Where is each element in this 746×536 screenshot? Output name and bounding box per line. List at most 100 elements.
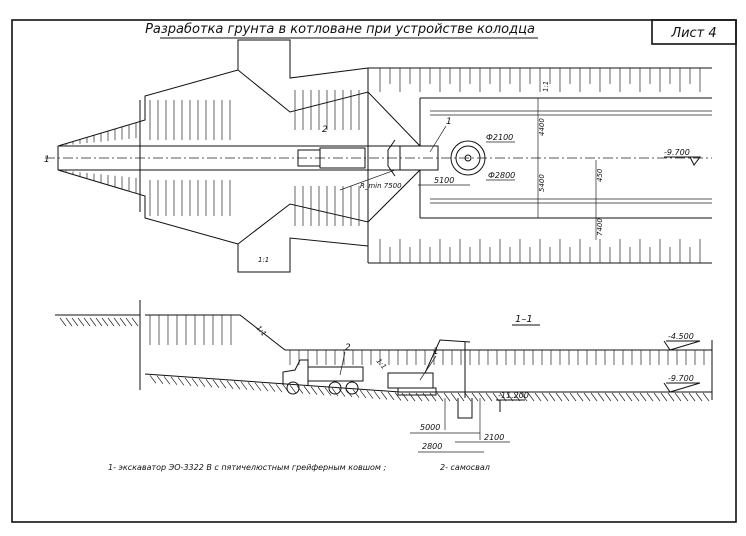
hatch-line [233,381,241,390]
dump-truck [282,359,364,395]
hatch-line [681,392,689,402]
hatch-line [702,392,710,402]
dim-d2800: Ф2800 [488,171,515,180]
hatch-line [331,387,339,397]
hatch-line [289,384,297,394]
hatch-line [562,392,570,402]
hatch-line [576,392,584,402]
hatch-line [352,389,360,398]
hatch-line [156,375,164,385]
callout-2: 2 [322,125,328,135]
excavator-plan [399,145,439,171]
radius-label: R_min 7500 [360,182,402,190]
slope-label-section-2: 1:1 [374,357,387,371]
hatch-line [65,317,73,327]
legend-item-2: 2- самосвал [440,463,490,472]
legend-item-1: 1- экскаватор ЭО-3322 В с пятичелюстным … [108,463,386,472]
dim-450: 450 [596,168,604,182]
sheet-frame [11,19,737,523]
hatch-line [485,392,493,402]
hatch-line [107,317,115,327]
section-callout-1: 1 [433,347,439,357]
dim-2100: 2100 [484,433,504,442]
hatch-line [618,392,626,402]
hatch-line [131,317,139,327]
hatch-line [632,392,640,402]
hatch-line [422,392,430,402]
hatch-line [534,392,542,402]
hatch-line [520,392,528,402]
hatch-line [394,392,402,401]
hatch-line [471,392,479,402]
hatch-line [191,378,199,387]
hatch-line [646,392,654,402]
dim-2800: 2800 [422,442,442,451]
hatch-line [653,392,661,402]
hatch-line [667,392,675,402]
hatch-line [149,375,157,384]
hatch-line [275,383,283,393]
hatch-line [660,392,668,402]
hatch-line [611,392,619,402]
hatch-line [296,385,304,394]
hatch-line [240,381,248,390]
slope-label-plan-2: 1:1 [258,256,269,264]
hatch-line [95,317,103,327]
hatch-line [597,392,605,402]
hatch-line [71,317,79,327]
hatch-line [317,386,325,396]
hatch-line [324,387,332,396]
hatch-line [548,392,556,402]
hatch-line [119,317,127,327]
hatch-line [408,392,416,402]
hatch-line [464,392,472,402]
dim-7400: 7400 [596,218,604,236]
hatch-line [443,392,451,402]
hatch-line [450,392,458,402]
hatch-line [163,376,171,385]
hatch-line [415,392,423,402]
hatch-line [527,392,535,402]
well-outer [450,140,486,176]
hatch-line [639,392,647,402]
hatch-line [226,380,234,389]
hatch-line [125,317,133,327]
hatch-line [359,389,367,399]
dim-5000: 5000 [420,423,440,432]
hatch-line [77,317,85,327]
hatch-line [429,392,437,402]
plan-level: -9.700 [664,148,690,157]
well-inner [455,145,481,171]
hatch-line [198,378,206,387]
hatch-line [387,391,395,401]
dim-4400: 4400 [538,118,546,136]
plan-view: R_min 7500 2 1 1 Ф2100 Ф2800 5100 4400 5… [44,39,712,273]
dim-5400: 5400 [538,174,546,192]
hatch-line [261,382,269,392]
hatch-line [569,392,577,402]
hatch-line [101,317,109,327]
dim-d2100: Ф2100 [486,133,513,142]
section-callout-2: 2 [345,343,351,353]
section-label: 1–1 [515,314,533,325]
hatch-line [674,392,682,402]
hatch-line [89,317,97,327]
slope-label-section-1: 1:1 [254,324,267,338]
excavator [387,339,473,419]
hatch-line [184,377,192,387]
slope-label-plan-1: 1:1 [542,81,550,92]
hatch-line [366,390,374,399]
hatch-line [338,388,346,397]
dim-5100: 5100 [434,176,454,185]
hatch-line [625,392,633,402]
hatch-line [688,392,696,402]
section-view: 2 1 1–1 1:1 1:1 -4.500 -9.700 -11.200 50… [55,300,713,453]
level-11200: -11.200 [498,391,529,400]
hatch-line [310,386,318,395]
hatch-line [219,380,227,389]
hatch-line [247,381,255,391]
hatch-line [303,385,311,395]
hatch-line [170,376,178,386]
